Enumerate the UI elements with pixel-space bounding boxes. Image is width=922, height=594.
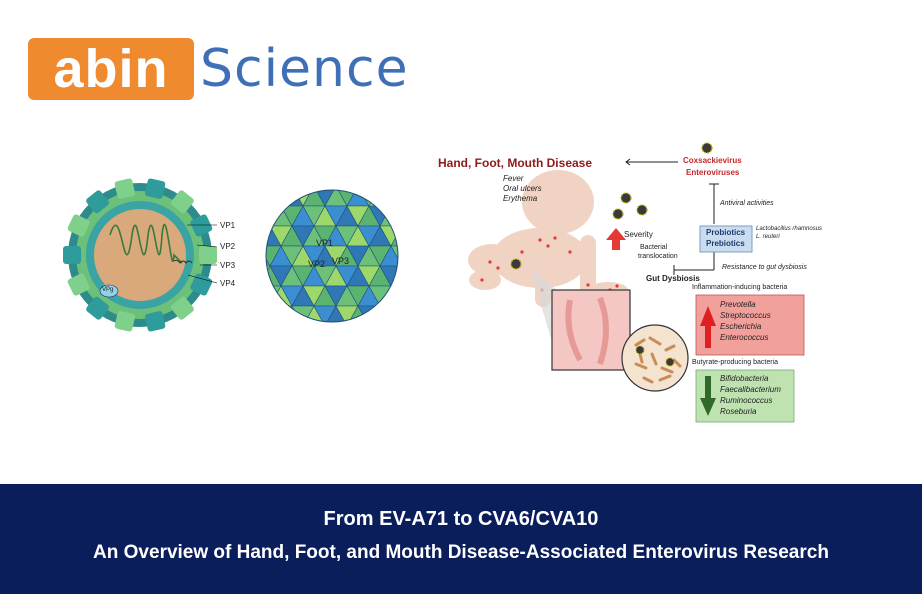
symptom-erythema: Erythema	[503, 194, 538, 203]
surface-facet	[390, 285, 398, 307]
label-vpg: VPg	[102, 287, 114, 293]
capsid-protrusion	[86, 296, 110, 320]
surface-facet	[390, 305, 398, 322]
logo-wordmark: Science	[200, 39, 409, 99]
surface-facet	[379, 190, 398, 207]
capsid-cross-section: VP1 VP2 VP3 VP4 VPg	[62, 175, 262, 335]
bacteria-ruminococcus: Ruminococcus	[720, 396, 773, 405]
gut-dysbiosis-label: Gut Dysbiosis	[646, 274, 700, 283]
species-l-rhamnosus: Lactobacillus rhamnosus	[756, 226, 823, 232]
bacteria-enterococcus: Enterococcus	[720, 333, 769, 342]
logo-mark: abin	[28, 38, 194, 100]
surface-facet	[269, 190, 293, 207]
capsid-protrusion	[114, 178, 136, 199]
pathogen-coxsackievirus: Coxsackievirus	[683, 156, 742, 165]
resistance-label: Resistance to gut dysbiosis	[722, 264, 807, 271]
capsid-protrusion	[190, 214, 213, 237]
gut-magnifier	[530, 268, 689, 392]
bacteria-bifidobacteria: Bifidobacteria	[720, 374, 769, 383]
translocation-line1: Bacterial	[640, 244, 668, 251]
translocation-line2: translocation	[638, 253, 678, 260]
abin-science-logo: abin Science	[28, 38, 428, 102]
capsid-protrusion	[67, 273, 90, 296]
capsid-protrusion	[190, 273, 213, 296]
capsid-protrusion	[144, 178, 166, 199]
surface-facet	[402, 226, 406, 246]
surface-facet	[266, 190, 282, 207]
surface-facet	[266, 305, 271, 322]
label-vp2: VP2	[220, 242, 236, 251]
butyrate-title: Butyrate-producing bacteria	[692, 359, 778, 366]
butyrate-panel	[695, 369, 795, 423]
capsid-surface-model: VP1 VP2 VP3	[258, 186, 406, 326]
pathogen-enteroviruses: Enteroviruses	[686, 168, 740, 177]
surface-label-vp3: VP3	[332, 256, 350, 266]
capsid-protrusion	[199, 246, 217, 264]
bacteria-prevotella: Prevotella	[720, 300, 756, 309]
bacteria-streptococcus: Streptococcus	[720, 311, 771, 320]
capsid-protrusion	[86, 190, 110, 214]
capsid-svg	[63, 178, 218, 332]
surface-facet	[266, 190, 271, 207]
surface-facet	[357, 305, 381, 322]
surface-facet	[368, 190, 392, 207]
increase-arrow	[700, 306, 716, 348]
surface-facet	[269, 305, 293, 322]
bacteria-roseburia: Roseburia	[720, 407, 757, 416]
severity-label: Severity	[624, 230, 653, 239]
surface-facet	[402, 186, 406, 206]
symptom-fever: Fever	[503, 174, 524, 183]
capsid-protrusion	[170, 296, 194, 320]
vpg-protein	[99, 284, 119, 298]
surface-label-vp2: VP2	[308, 259, 326, 269]
surface-facet	[402, 206, 406, 226]
surface-facet	[390, 245, 398, 267]
label-leaders	[187, 224, 218, 284]
title-banner: From EV-A71 to CVA6/CVA10 An Overview of…	[0, 484, 922, 594]
surface-facet	[266, 305, 282, 322]
capsid-protrusion	[114, 311, 136, 332]
capsid-protrusion	[67, 214, 90, 237]
surface-facet	[390, 190, 398, 207]
surface-facet	[402, 266, 406, 286]
probiotics-label: Probiotics	[706, 228, 746, 237]
vp4-chain	[173, 259, 193, 264]
label-vp1: VP1	[220, 221, 236, 230]
surface-facet	[368, 305, 392, 322]
hfmd-gut-diagram: Hand, Foot, Mouth Disease Coxsackievirus…	[430, 140, 850, 430]
surface-facet	[266, 285, 282, 307]
capsid-protrusion	[170, 190, 194, 214]
surface-label-vp1: VP1	[316, 238, 334, 248]
symptom-oral-ulcers: Oral ulcers	[503, 184, 542, 193]
bacteria-escherichia: Escherichia	[720, 322, 762, 331]
logo-mark-text: abin	[53, 39, 169, 99]
inflammation-title: Inflammation-inducing bacteria	[692, 284, 788, 291]
virus-particles	[510, 142, 713, 270]
pathway-arrows	[625, 158, 719, 275]
surface-facet	[390, 205, 398, 227]
surface-facet	[402, 246, 406, 266]
icosahedron-svg	[265, 186, 406, 326]
capsid-protrusions	[63, 178, 217, 332]
banner-title: From EV-A71 to CVA6/CVA10	[323, 508, 599, 530]
surface-facet	[379, 305, 398, 322]
surface-facet	[402, 286, 406, 306]
severity-up-arrow	[606, 228, 626, 250]
label-vp3: VP3	[220, 261, 236, 270]
antiviral-label: Antiviral activities	[720, 200, 774, 207]
bacteria-faecalibacterium: Faecalibacterium	[720, 385, 781, 394]
banner-subtitle: An Overview of Hand, Foot, and Mouth Dis…	[93, 542, 829, 563]
label-vp4: VP4	[220, 279, 236, 288]
capsid-protrusion	[144, 311, 166, 332]
decrease-arrow	[700, 376, 716, 416]
hfmd-title: Hand, Foot, Mouth Disease	[438, 156, 593, 170]
surface-facet	[402, 306, 406, 326]
rna-genome	[109, 224, 183, 264]
species-l-reuteri: L. reuteri	[756, 234, 780, 240]
hfmd-svg	[468, 142, 805, 423]
capsid-protrusion	[63, 246, 81, 264]
probiotics-box	[699, 225, 753, 253]
prebiotics-label: Prebiotics	[706, 239, 745, 248]
